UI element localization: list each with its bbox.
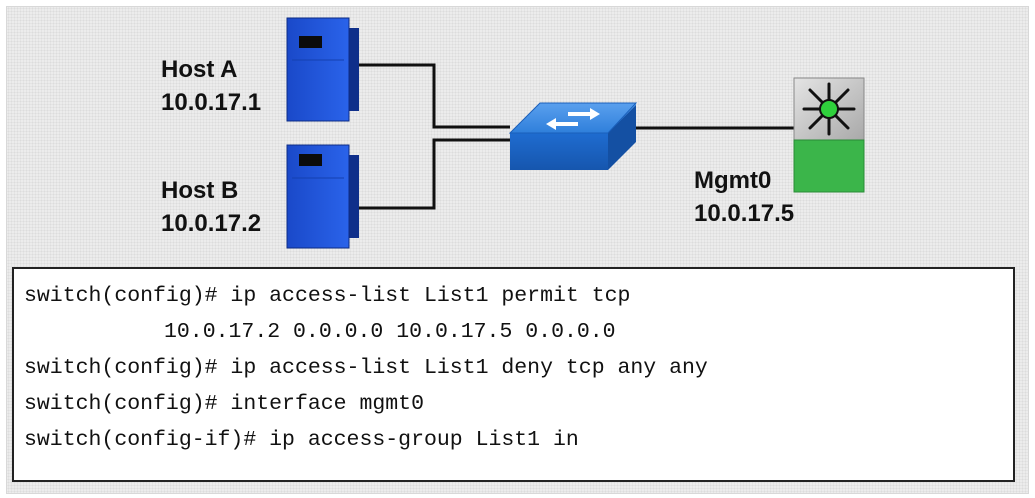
link-host-b [358,138,510,210]
cli-config-box: switch(config)# ip access-list List1 per… [12,267,1015,482]
host-b-ip: 10.0.17.2 [161,210,262,237]
switch-icon [508,102,638,170]
cli-line-3: switch(config)# ip access-list List1 den… [24,356,708,380]
host-a-ip: 10.0.17.1 [161,89,262,116]
host-b-name: Host B [161,177,239,204]
host-a-server-icon [286,17,359,122]
mgmt-ip: 10.0.17.5 [694,200,795,227]
cli-line-2: 10.0.17.2 0.0.0.0 10.0.17.5 0.0.0.0 [164,320,616,344]
cli-line-5: switch(config-if)# ip access-group List1… [24,428,579,452]
host-a-name: Host A [161,56,238,83]
mgmt-name: Mgmt0 [694,167,772,194]
mgmt-device-icon [793,77,865,193]
network-links [358,63,794,210]
cli-line-1: switch(config)# ip access-list List1 per… [24,284,631,308]
host-b-server-icon [286,144,359,249]
cli-line-4: switch(config)# interface mgmt0 [24,392,424,416]
link-host-a [358,63,510,129]
